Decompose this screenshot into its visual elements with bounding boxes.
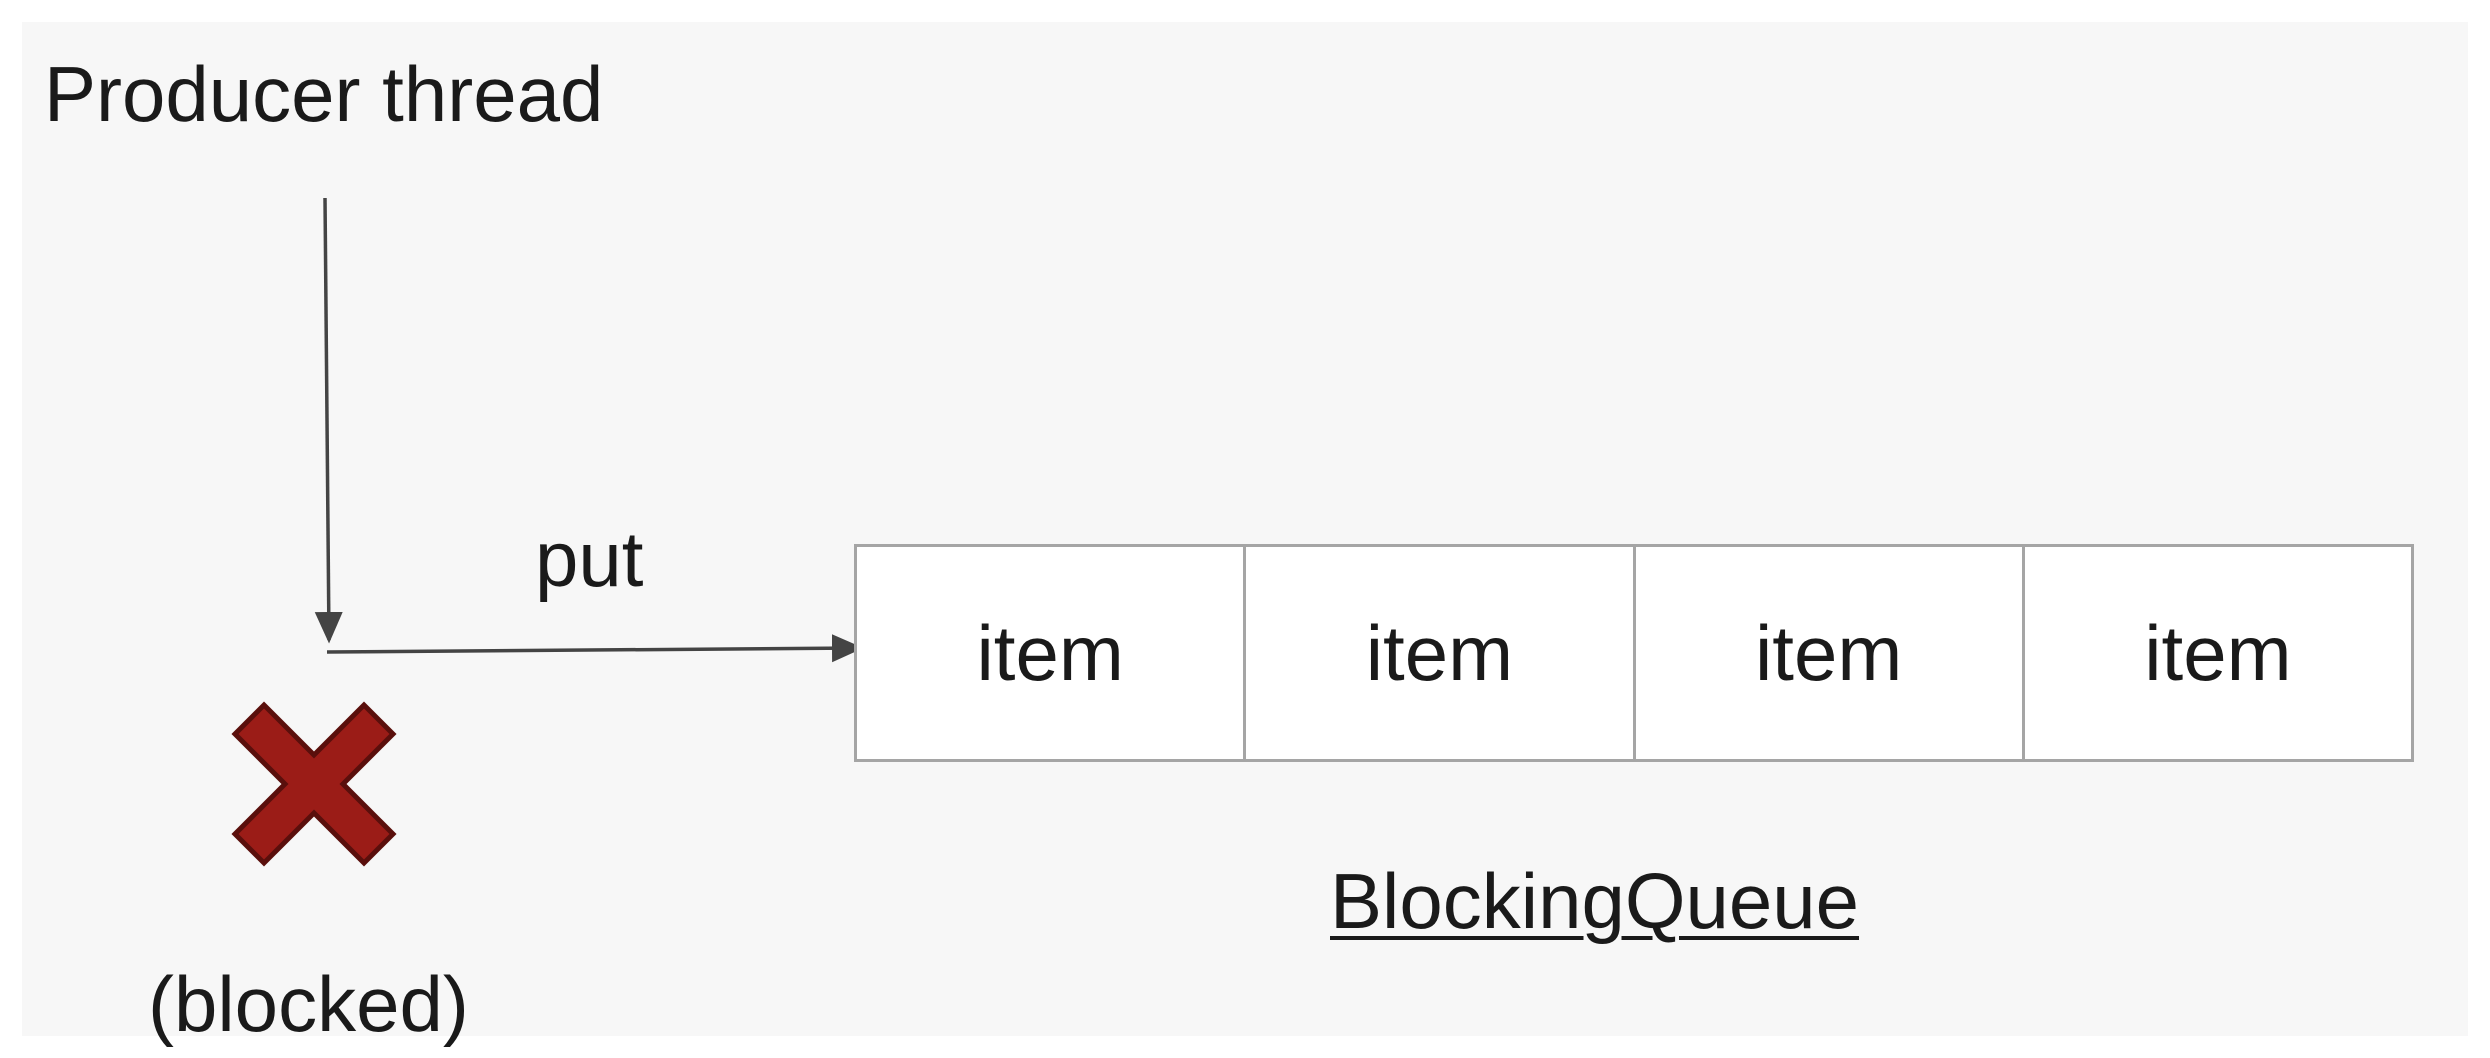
queue-item: item [1636,547,2025,759]
x-mark-icon [231,701,397,867]
queue-item: item [2144,608,2292,697]
blocking-queue: item item item item [854,544,2414,762]
blocked-label: (blocked) [148,960,469,1048]
producer-thread-label: Producer thread [44,50,604,138]
put-arrow [326,634,864,663]
put-label: put [535,515,644,603]
queue-item: item [1246,547,1636,759]
blocking-queue-label: BlockingQueue [1330,857,1860,945]
producer-down-arrow [314,197,343,644]
queue-item: item [857,547,1247,759]
